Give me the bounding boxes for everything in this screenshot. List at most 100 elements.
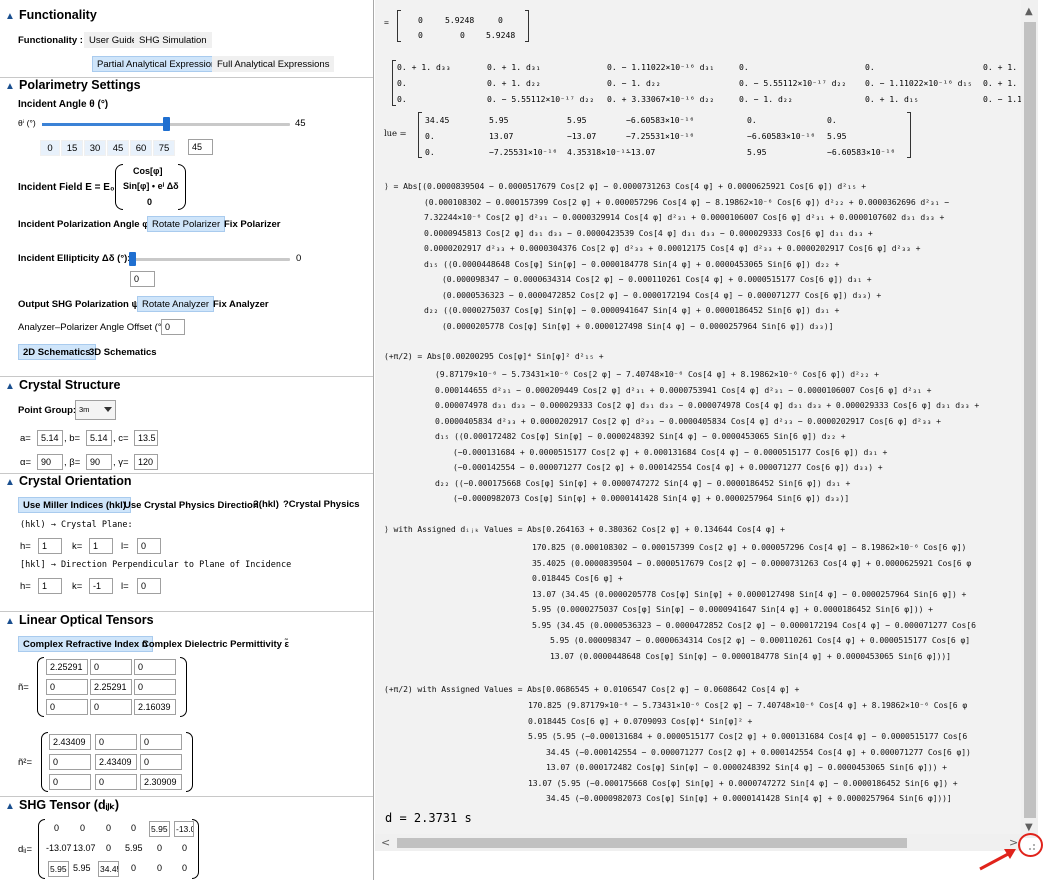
n2-matrix-cell[interactable]: 0 [140, 734, 182, 750]
collapse-caret-icon[interactable]: ▲ [5, 381, 15, 392]
l-input[interactable]: 0 [137, 538, 161, 554]
n-matrix-cell[interactable]: 0 [134, 659, 176, 675]
refractive-index-button[interactable]: Complex Refractive Index ñ [18, 636, 153, 652]
vertical-scrollbar[interactable]: ▲ ▼ [1021, 0, 1038, 838]
crystal-physics-direction-button[interactable]: Use Crystal Physics Direction [124, 500, 259, 511]
n-matrix-cell[interactable]: 2.25291 [46, 659, 88, 675]
theta-preset-75[interactable]: 75 [153, 140, 175, 156]
l2-input[interactable]: 0 [137, 578, 161, 594]
d-tensor-input[interactable]: -13.07 [174, 821, 194, 837]
rotate-polarizer-button[interactable]: Rotate Polarizer [147, 216, 226, 232]
n2-matrix-cell[interactable]: 2.43409 [95, 754, 137, 770]
expression-line: d₁₅ ((0.000172482 Cos[φ] Sin[φ] − 0.0000… [435, 431, 846, 441]
offset-input[interactable]: 0 [161, 319, 185, 335]
d-tensor-cell: 13.07 [73, 843, 96, 853]
horizontal-scrollbar[interactable]: < > [375, 834, 1021, 851]
crystal-structure-header[interactable]: ▲Crystal Structure [5, 378, 121, 392]
3d-schematics-button[interactable]: 3D Schematics [89, 347, 157, 358]
collapse-caret-icon[interactable]: ▲ [5, 477, 15, 488]
functionality-header[interactable]: ▲Functionality [5, 8, 97, 22]
a-input[interactable]: 5.14 [37, 430, 63, 446]
expression-line: 170.825 (9.87179×10⁻⁶ − 5.73431×10⁻⁶ Cos… [528, 700, 968, 710]
matrix-cell: 0. − 1.11022×10⁻¹⁶ d₁₅ [865, 78, 973, 88]
expression-line: 0.000074978 d₃₁ d₃₃ − 0.000029333 Cos[2 … [435, 400, 980, 410]
dielectric-permittivity-button[interactable]: Complex Dielectric Permittivity ε̃ [142, 639, 290, 650]
partial-expressions-button[interactable]: Partial Analytical Expressions [92, 56, 227, 72]
theta-slider[interactable] [42, 117, 290, 131]
k2-input[interactable]: -1 [89, 578, 113, 594]
full-expressions-button[interactable]: Full Analytical Expressions [212, 56, 335, 72]
n2-matrix-left-paren [41, 732, 48, 792]
resize-grip-icon[interactable] [1020, 835, 1041, 855]
hkl-help-button[interactable]: ?(hkl) [253, 499, 279, 510]
n-matrix-cell[interactable]: 0 [90, 699, 132, 715]
theta-preset-0[interactable]: 0 [40, 140, 60, 156]
alpha-input[interactable]: 90 [37, 454, 63, 470]
horizontal-scroll-thumb[interactable] [397, 838, 907, 848]
scroll-right-icon[interactable]: > [1009, 836, 1019, 849]
h-label: h= [20, 541, 31, 552]
rotate-analyzer-button[interactable]: Rotate Analyzer [137, 296, 215, 312]
b-input[interactable]: 5.14 [86, 430, 112, 446]
expression-line: (−0.0000982073 Cos[φ] Sin[φ] + 0.0000141… [453, 493, 850, 503]
fix-polarizer-button[interactable]: Fix Polarizer [224, 219, 281, 230]
h-input[interactable]: 1 [38, 538, 62, 554]
n-matrix-cell[interactable]: 2.16039 [134, 699, 176, 715]
scroll-down-icon[interactable]: ▼ [1025, 822, 1033, 833]
gamma-input[interactable]: 120 [134, 454, 158, 470]
linear-optical-header[interactable]: ▲Linear Optical Tensors [5, 613, 154, 627]
resize-grip-highlight[interactable] [1018, 833, 1043, 857]
n-matrix-cell[interactable]: 0 [46, 679, 88, 695]
d-tensor-input[interactable]: 5.95 [149, 821, 170, 837]
n2-matrix-cell[interactable]: 0 [49, 774, 91, 790]
miller-indices-button[interactable]: Use Miller Indices (hkl) [18, 497, 131, 513]
crystal-physics-help-button[interactable]: ?Crystal Physics [283, 499, 360, 510]
n-matrix-cell[interactable]: 0 [46, 699, 88, 715]
matrix-cell: 0. + 1. d₁₅ [865, 94, 919, 104]
n2-matrix-cell[interactable]: 0 [49, 754, 91, 770]
n-matrix-cell[interactable]: 2.25291 [90, 679, 132, 695]
collapse-caret-icon[interactable]: ▲ [5, 11, 15, 22]
theta-preset-60[interactable]: 60 [130, 140, 152, 156]
collapse-caret-icon[interactable]: ▲ [5, 616, 15, 627]
n-matrix-cell[interactable]: 0 [90, 659, 132, 675]
ellipticity-slider[interactable] [129, 252, 290, 266]
theta-input[interactable]: 45 [188, 139, 213, 155]
k-input[interactable]: 1 [89, 538, 113, 554]
n2-matrix-label: ñ²= [18, 757, 32, 768]
theta-slider-thumb[interactable] [162, 117, 170, 131]
polarimetry-header[interactable]: ▲Polarimetry Settings [5, 78, 141, 92]
h2-input[interactable]: 1 [38, 578, 62, 594]
n-matrix-cell[interactable]: 0 [134, 679, 176, 695]
fix-analyzer-button[interactable]: Fix Analyzer [213, 299, 269, 310]
beta-input[interactable]: 90 [86, 454, 112, 470]
n2-matrix-cell[interactable]: 0 [95, 734, 137, 750]
matrix-cell: 0 [418, 30, 423, 40]
matrix-cell: −13.07 [567, 131, 597, 141]
n2-matrix-cell[interactable]: 0 [95, 774, 137, 790]
scroll-left-icon[interactable]: < [381, 836, 391, 849]
d-tensor-input[interactable]: 5.95 [48, 861, 69, 877]
ellipticity-slider-thumb[interactable] [129, 252, 136, 266]
theta-preset-30[interactable]: 30 [84, 140, 106, 156]
expression-line: 13.07 (0.0000448648 Cos[φ] Sin[φ] − 0.00… [550, 650, 951, 661]
shg-tensor-header[interactable]: ▲SHG Tensor (dᵢⱼₖ) [5, 798, 120, 812]
2d-schematics-button[interactable]: 2D Schematics [18, 344, 96, 360]
scroll-up-icon[interactable]: ▲ [1025, 6, 1033, 17]
theta-preset-15[interactable]: 15 [61, 140, 83, 156]
n2-matrix-cell[interactable]: 0 [140, 754, 182, 770]
expression-line: d₂₂ ((0.0000275037 Cos[φ] Sin[φ] − 0.000… [424, 305, 840, 315]
n2-matrix-cell[interactable]: 2.30909 [140, 774, 182, 790]
ellipticity-input[interactable]: 0 [130, 271, 155, 287]
n2-matrix-cell[interactable]: 2.43409 [49, 734, 91, 750]
collapse-caret-icon[interactable]: ▲ [5, 801, 15, 812]
theta-preset-45[interactable]: 45 [107, 140, 129, 156]
shg-simulation-button[interactable]: SHG Simulation [134, 32, 212, 48]
timing-output: d = 2.3731 s [385, 811, 472, 825]
collapse-caret-icon[interactable]: ▲ [5, 81, 15, 92]
vertical-scroll-thumb[interactable] [1024, 22, 1036, 818]
c-input[interactable]: 13.5 [134, 430, 158, 446]
point-group-dropdown[interactable]: 3m [75, 400, 116, 420]
d-tensor-input[interactable]: 34.45 [98, 861, 119, 877]
crystal-orientation-header[interactable]: ▲Crystal Orientation [5, 474, 132, 488]
